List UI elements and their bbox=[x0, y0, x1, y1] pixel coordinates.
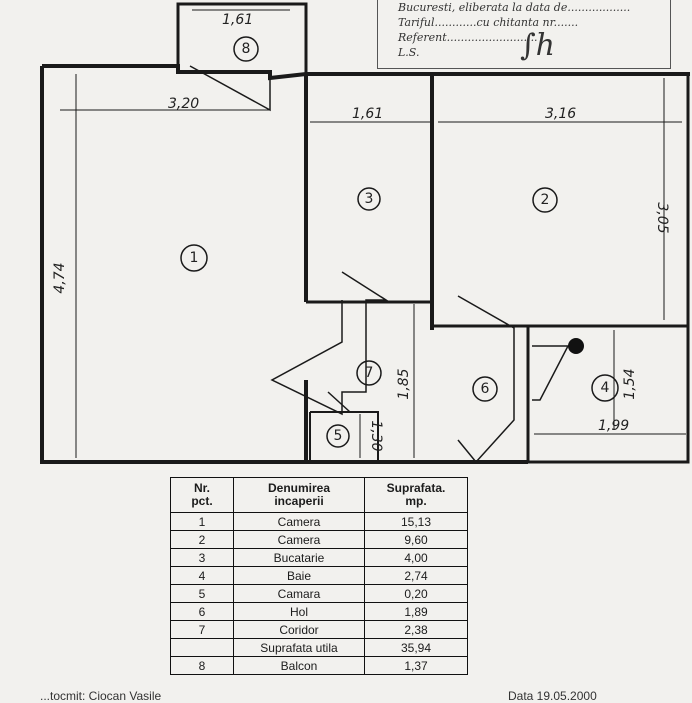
room-number-5: 5 bbox=[334, 428, 343, 444]
cell-name: Bucatarie bbox=[233, 548, 365, 567]
pantry-door bbox=[327, 391, 351, 413]
room-number-4: 4 bbox=[601, 380, 610, 396]
balcony-outline bbox=[176, 2, 308, 74]
dim-balcony-width: 1,61 bbox=[222, 12, 253, 28]
cell-area: 15,13 bbox=[364, 512, 468, 531]
cell-name: Coridor bbox=[233, 620, 365, 639]
dim-room3-width: 1,61 bbox=[352, 106, 383, 122]
dim-room2-width: 3,16 bbox=[545, 106, 576, 122]
cell-area: 9,60 bbox=[364, 530, 468, 549]
cell-name: Baie bbox=[233, 566, 365, 585]
pantry bbox=[309, 411, 379, 462]
cell-area: 1,89 bbox=[364, 602, 468, 621]
cell-nr: 3 bbox=[170, 548, 234, 567]
dim-room1-width: 3,20 bbox=[168, 96, 199, 112]
cell-name: Camera bbox=[233, 512, 365, 531]
cell-nr: 2 bbox=[170, 530, 234, 549]
cell-nr bbox=[170, 638, 234, 657]
cell-name: Balcon bbox=[233, 656, 365, 675]
cell-nr: 5 bbox=[170, 584, 234, 603]
stamp-line-3: Referent.......................... bbox=[398, 31, 538, 44]
room-number-6: 6 bbox=[481, 381, 490, 397]
outer-wall-right bbox=[528, 74, 690, 464]
areas-table: Nr. pct. Denumirea incaperii Suprafata. … bbox=[170, 477, 468, 675]
cell-area: 4,00 bbox=[364, 548, 468, 567]
cell-nr: 1 bbox=[170, 512, 234, 531]
stamp-line-4: L.S. bbox=[398, 46, 420, 59]
cell-nr: 4 bbox=[170, 566, 234, 585]
dim-room2-depth: 3,05 bbox=[654, 202, 670, 233]
cell-name: Camara bbox=[233, 584, 365, 603]
header-nr: Nr. pct. bbox=[170, 477, 234, 513]
cell-nr: 7 bbox=[170, 620, 234, 639]
cell-name: Suprafata utila bbox=[233, 638, 365, 657]
room-number-1: 1 bbox=[190, 250, 199, 266]
header-area: Suprafata. mp. bbox=[364, 477, 468, 513]
drain-mark bbox=[568, 338, 584, 354]
outer-wall bbox=[40, 66, 528, 464]
dim-bath-depth: 1,54 bbox=[622, 368, 638, 399]
footer-date: Data 19.05.2000 bbox=[508, 689, 597, 703]
stamp-line-1: Bucuresti, eliberata la data de.........… bbox=[398, 1, 631, 14]
cell-nr: 6 bbox=[170, 602, 234, 621]
cell-area: 2,38 bbox=[364, 620, 468, 639]
cell-nr: 8 bbox=[170, 656, 234, 675]
corridor-arrow bbox=[270, 271, 389, 416]
stamp-line-2: Tariful............cu chitanta nr....... bbox=[398, 16, 579, 29]
cell-area: 2,74 bbox=[364, 566, 468, 585]
cell-area: 1,37 bbox=[364, 656, 468, 675]
room-number-2: 2 bbox=[541, 192, 550, 208]
dim-room1-depth: 4,74 bbox=[52, 262, 68, 293]
dim-pantry: 1,30 bbox=[368, 420, 384, 451]
footer-author: ...tocmit: Ciocan Vasile bbox=[40, 689, 162, 703]
hall-arrow bbox=[457, 295, 515, 464]
cell-name: Hol bbox=[233, 602, 365, 621]
room-number-7: 7 bbox=[365, 365, 374, 381]
header-name: Denumirea incaperii bbox=[233, 477, 365, 513]
dim-corridor-depth: 1,85 bbox=[396, 368, 412, 399]
cell-name: Camera bbox=[233, 530, 365, 549]
cell-area: 35,94 bbox=[364, 638, 468, 657]
room-number-3: 3 bbox=[365, 191, 374, 207]
cell-area: 0,20 bbox=[364, 584, 468, 603]
bath-door bbox=[532, 345, 570, 401]
room-number-8: 8 bbox=[242, 41, 251, 57]
official-stamp: Bucuresti, eliberata la data de.........… bbox=[377, 0, 671, 69]
signature: ∫h bbox=[520, 28, 555, 63]
dim-bath-width: 1,99 bbox=[598, 418, 629, 434]
